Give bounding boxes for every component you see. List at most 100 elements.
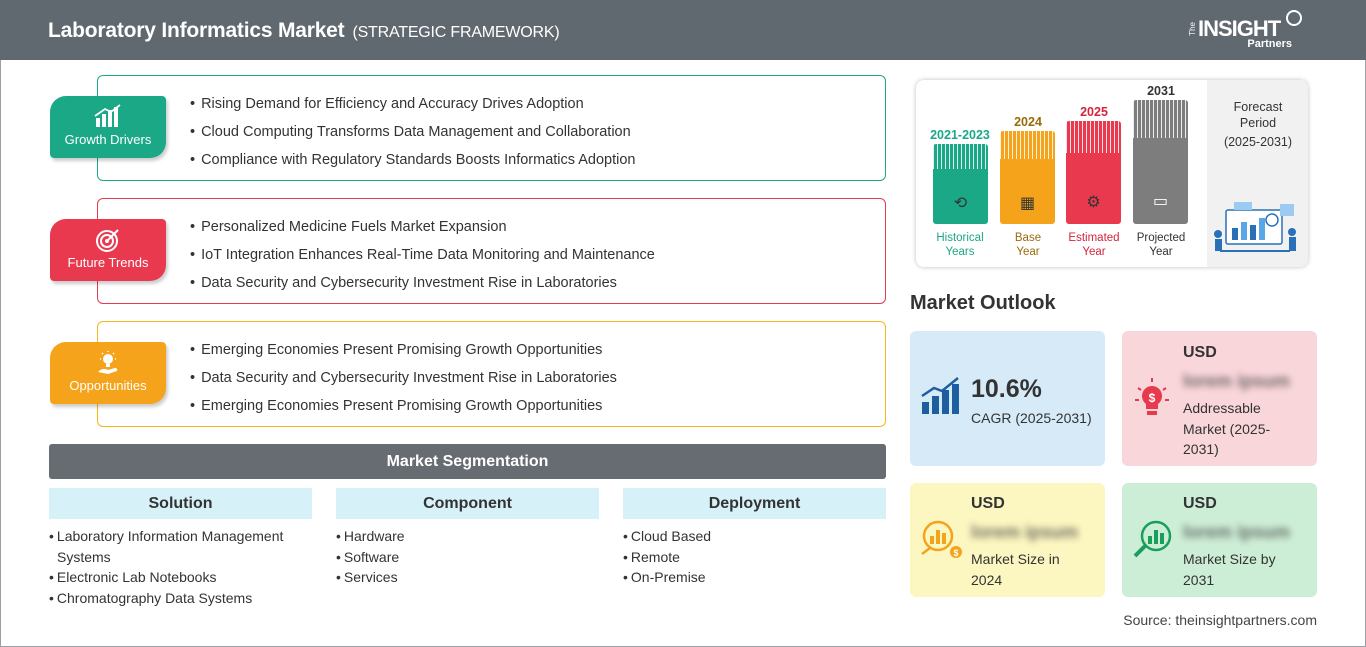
- list-item: Software: [336, 547, 599, 568]
- addressable-value: lorem ipsum: [1183, 371, 1291, 391]
- svg-text:$: $: [1149, 391, 1156, 405]
- size-2024-value: lorem ipsum: [971, 522, 1079, 542]
- cagr-label: CAGR (2025-2031): [971, 410, 1092, 426]
- year-historical: 2021-2023: [930, 128, 990, 142]
- bar-projected: ▭: [1133, 100, 1188, 224]
- bar-historical: ⟲: [933, 144, 988, 224]
- search-chart-icon: [1132, 518, 1176, 569]
- list-item: Services: [336, 567, 599, 588]
- label-line: Estimated: [1068, 232, 1120, 244]
- growth-chart-icon: [920, 376, 962, 425]
- segment-solution: Solution Laboratory Information Manageme…: [49, 488, 312, 608]
- svg-text:$: $: [953, 548, 958, 558]
- growth-drivers-block: Rising Demand for Efficiency and Accurac…: [97, 75, 886, 181]
- market-size-2031-box: USD lorem ipsum Market Size by 2031: [1122, 483, 1317, 597]
- title-subtitle: (STRATEGIC FRAMEWORK): [352, 24, 560, 41]
- bar-estimated: ⚙: [1066, 121, 1121, 224]
- addressable-currency: USD: [1183, 344, 1217, 361]
- growth-drivers-list: Rising Demand for Efficiency and Accurac…: [190, 94, 636, 178]
- forecast-line: Forecast: [1233, 100, 1283, 114]
- size-2031-label: Market Size by 2031: [1183, 551, 1276, 588]
- label-projected: Projected Year: [1125, 231, 1197, 259]
- label-base: Base Year: [995, 231, 1061, 259]
- segment-title: Solution: [49, 488, 312, 519]
- year-estimated: 2025: [1080, 105, 1108, 119]
- list-item: Compliance with Regulatory Standards Boo…: [190, 150, 635, 178]
- size-2031-value: lorem ipsum: [1183, 522, 1291, 542]
- bar-stripe: [933, 144, 988, 169]
- dollar-bulb-icon: $: [1132, 376, 1172, 427]
- list-item: Data Security and Cybersecurity Investme…: [190, 273, 655, 301]
- list-item: Rising Demand for Efficiency and Accurac…: [190, 94, 636, 122]
- history-icon: ⟲: [953, 195, 968, 212]
- segment-title: Deployment: [623, 488, 886, 519]
- calendar-icon: ▦: [1019, 195, 1036, 212]
- lightbulb-icon: [50, 350, 166, 381]
- addressable-market-box: $ USD lorem ipsum Addressable Market (20…: [1122, 331, 1317, 466]
- forecast-line: Period: [1239, 116, 1277, 130]
- label-historical: Historical Years: [922, 231, 998, 259]
- size-2031-currency: USD: [1183, 495, 1217, 512]
- opportunities-label: Opportunities: [69, 378, 147, 393]
- list-item: Emerging Economies Present Promising Gro…: [190, 340, 617, 368]
- list-item: Remote: [623, 547, 886, 568]
- segment-component: Component Hardware Software Services: [336, 488, 599, 588]
- opportunities-list: Emerging Economies Present Promising Gro…: [190, 340, 617, 424]
- list-item: Data Security and Cybersecurity Investme…: [190, 368, 617, 396]
- label-estimated: Estimated Year: [1058, 231, 1130, 259]
- label-line: Years: [945, 246, 975, 258]
- list-item: On-Premise: [623, 567, 886, 588]
- bar-chart-icon: [50, 104, 166, 133]
- analytics-illustration-icon: [1210, 198, 1300, 256]
- segmentation-header: Market Segmentation: [49, 444, 886, 479]
- growth-drivers-label: Growth Drivers: [64, 132, 152, 147]
- target-icon: [50, 227, 166, 258]
- label-line: Year: [1082, 246, 1106, 258]
- logo-prefix: The: [1188, 22, 1197, 36]
- list-item: Cloud Computing Transforms Data Manageme…: [190, 122, 636, 150]
- list-item: IoT Integration Enhances Real-Time Data …: [190, 245, 655, 273]
- list-item: Hardware: [336, 526, 599, 547]
- list-item: Cloud Based: [623, 526, 886, 547]
- insight-partners-logo: The INSIGHT Partners: [1188, 10, 1306, 52]
- segment-deployment: Deployment Cloud Based Remote On-Premise: [623, 488, 886, 588]
- list-item: Laboratory Information Management System…: [49, 526, 312, 567]
- label-line: Year: [1149, 246, 1173, 258]
- presentation-icon: ▭: [1152, 193, 1169, 210]
- addressable-label: Addressable Market (2025-2031): [1183, 400, 1271, 457]
- size-2024-label: Market Size in 2024: [971, 551, 1060, 588]
- list-item: Emerging Economies Present Promising Gro…: [190, 396, 617, 424]
- logo-sub: Partners: [1247, 38, 1292, 50]
- list-item: Personalized Medicine Fuels Market Expan…: [190, 217, 655, 245]
- forecast-range: (2025-2031): [1223, 135, 1293, 149]
- label-line: Projected: [1136, 232, 1186, 244]
- future-trends-block: Personalized Medicine Fuels Market Expan…: [97, 198, 886, 304]
- future-trends-label: Future Trends: [67, 255, 149, 270]
- forecast-label: Forecast Period (2025-2031): [1208, 99, 1308, 150]
- cagr-box: 10.6% CAGR (2025-2031): [910, 331, 1105, 466]
- opportunities-block: Emerging Economies Present Promising Gro…: [97, 321, 886, 427]
- bar-stripe: [1066, 121, 1121, 153]
- estimate-icon: ⚙: [1086, 194, 1101, 211]
- logo-main: INSIGHT: [1198, 16, 1281, 41]
- logo-ring-icon: [1286, 10, 1302, 26]
- page-title: Laboratory Informatics Market(STRATEGIC …: [48, 19, 560, 43]
- segment-title: Component: [336, 488, 599, 519]
- market-size-2024-box: $ USD lorem ipsum Market Size in 2024: [910, 483, 1105, 597]
- source-link[interactable]: Source: theinsightpartners.com: [1123, 612, 1317, 628]
- future-trends-tag: Future Trends: [50, 219, 166, 281]
- year-base: 2024: [1014, 115, 1042, 129]
- opportunities-tag: Opportunities: [50, 342, 166, 404]
- year-projected: 2031: [1147, 84, 1175, 98]
- label-line: Year: [1016, 246, 1040, 258]
- list-item: Electronic Lab Notebooks: [49, 567, 312, 588]
- list-item: Chromatography Data Systems: [49, 588, 312, 609]
- header-bar: Laboratory Informatics Market(STRATEGIC …: [0, 0, 1366, 60]
- growth-drivers-tag: Growth Drivers: [50, 96, 166, 158]
- market-outlook-title: Market Outlook: [910, 292, 1056, 314]
- bar-base: ▦: [1000, 131, 1055, 224]
- cagr-value: 10.6%: [971, 375, 1042, 403]
- label-line: Historical: [936, 232, 984, 244]
- bar-stripe: [1133, 100, 1188, 138]
- money-chart-icon: $: [920, 518, 964, 569]
